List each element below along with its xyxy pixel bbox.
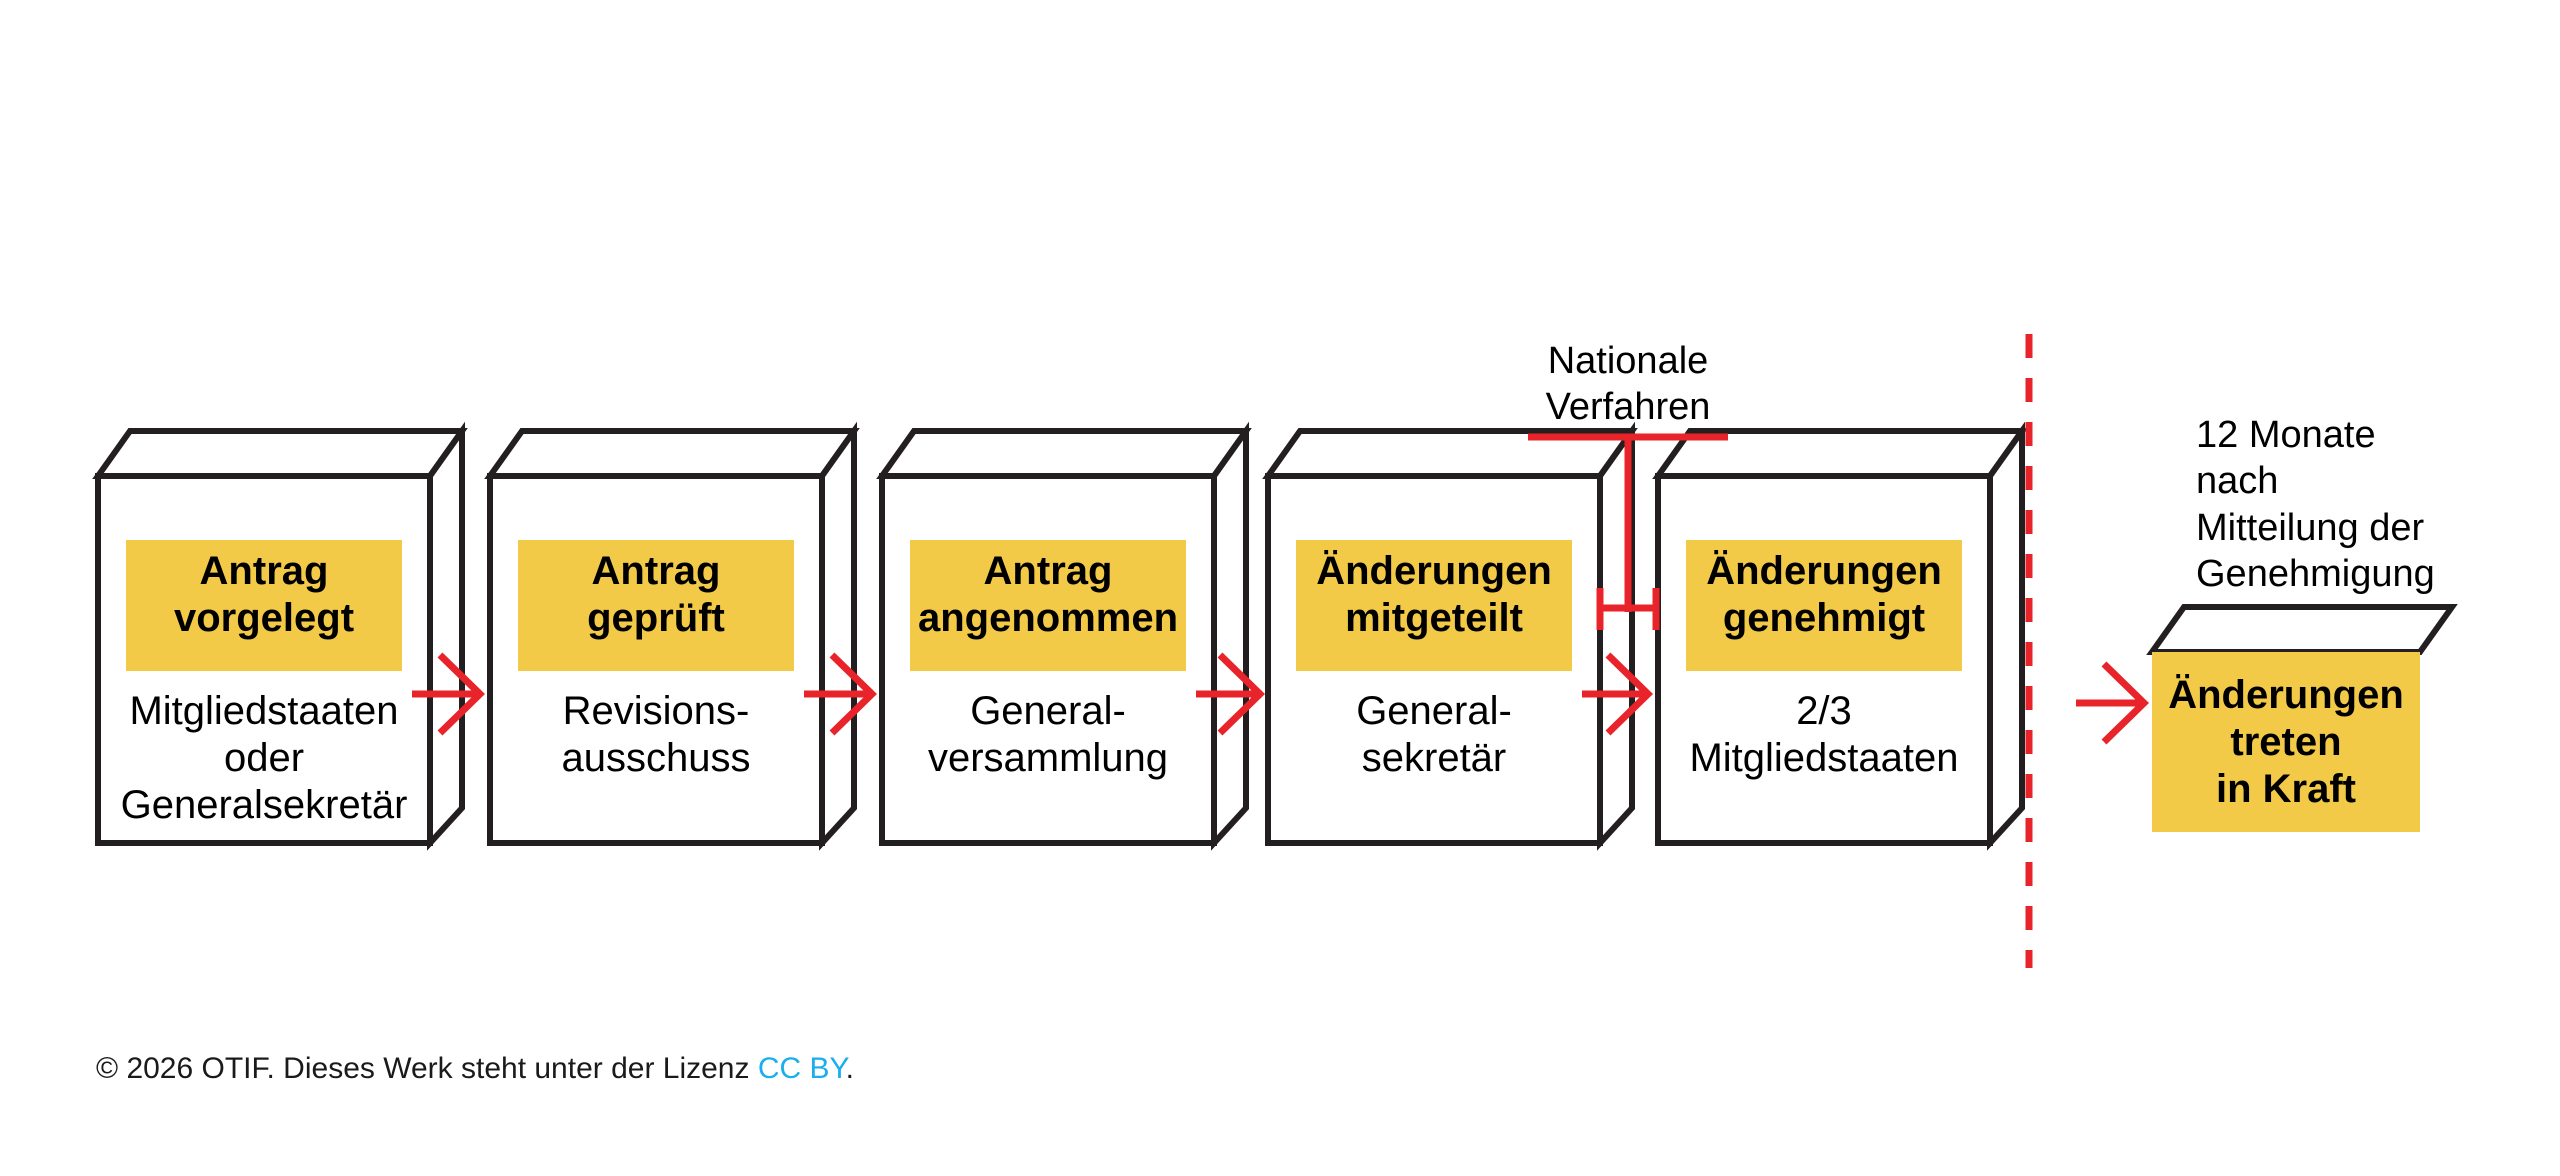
box-lid-3 bbox=[876, 428, 1252, 479]
footer-suffix: . bbox=[845, 1052, 855, 1085]
step-actor-5: 2/3 Mitgliedstaaten bbox=[1689, 689, 1959, 781]
step-caption-3: Antrag angenommen bbox=[917, 549, 1179, 641]
flow-arrow-1 bbox=[412, 652, 486, 736]
step-actor-1: Mitgliedstaaten oder Generalsekretär bbox=[120, 689, 408, 828]
footer-prefix: © 2026 OTIF. Dieses Werk steht unter der… bbox=[96, 1052, 758, 1085]
step-caption-1: Antrag vorgelegt bbox=[173, 549, 355, 641]
step-caption-4: Änderungen mitgeteilt bbox=[1316, 549, 1552, 641]
box-highlight-band-3 bbox=[910, 540, 1186, 671]
step-actor-4: General- sekretär bbox=[1356, 689, 1512, 781]
step-box-1[interactable] bbox=[92, 421, 468, 851]
step-caption-5: Änderungen genehmigt bbox=[1706, 549, 1942, 641]
step-box-4[interactable] bbox=[1262, 421, 1638, 851]
step-box-5[interactable] bbox=[1652, 421, 2028, 851]
flow-arrow-2 bbox=[804, 652, 878, 736]
box-highlight-band-4 bbox=[1296, 540, 1572, 671]
box-side-2 bbox=[819, 421, 857, 851]
box-side-1 bbox=[427, 421, 465, 851]
box-highlight-band-2 bbox=[518, 540, 794, 671]
step-box-2[interactable] bbox=[484, 421, 860, 851]
final-box-front bbox=[2152, 652, 2420, 832]
flow-arrow-4 bbox=[1582, 652, 1654, 736]
step-actor-2: Revisions- ausschuss bbox=[561, 689, 751, 781]
final-step-caption: Änderungen treten in Kraft bbox=[2168, 673, 2404, 812]
entry-into-force-note: 12 Monate nach Mitteilung der Genehmigun… bbox=[2196, 414, 2435, 596]
box-lid-2 bbox=[484, 428, 860, 479]
box-side-3 bbox=[1211, 421, 1249, 851]
national-procedure-connector bbox=[1528, 433, 1728, 630]
final-step-box[interactable] bbox=[2146, 604, 2458, 832]
footer-credit: © 2026 OTIF. Dieses Werk steht unter der… bbox=[96, 1052, 854, 1086]
box-highlight-band-5 bbox=[1686, 540, 1962, 671]
step-caption-2: Antrag geprüft bbox=[587, 549, 725, 641]
national-procedure-label: Nationale Verfahren bbox=[1545, 340, 1711, 429]
box-lid-1 bbox=[92, 428, 468, 479]
flow-arrow-5 bbox=[2076, 661, 2150, 745]
final-box-lid bbox=[2146, 604, 2458, 655]
box-side-5 bbox=[1987, 421, 2025, 851]
footer-license-link[interactable]: CC BY bbox=[757, 1052, 846, 1085]
step-box-3[interactable] bbox=[876, 421, 1252, 851]
box-highlight-band-1 bbox=[126, 540, 402, 671]
step-actor-3: General- versammlung bbox=[927, 689, 1169, 781]
flow-arrow-3 bbox=[1196, 652, 1266, 736]
